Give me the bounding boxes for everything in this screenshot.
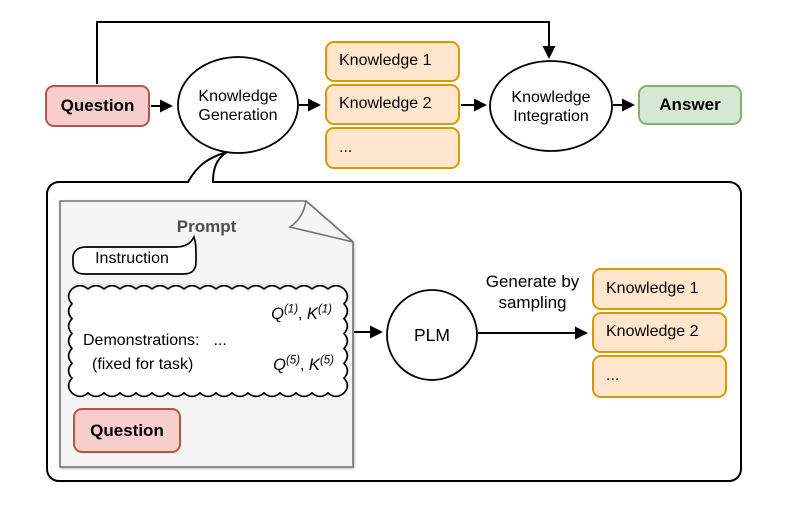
knowledge-2-box-top: Knowledge 2 <box>325 84 460 125</box>
callout-tail-outline <box>187 151 228 183</box>
knowledge-2-box-bottom: Knowledge 2 <box>592 312 727 353</box>
question-box-top: Question <box>45 85 150 127</box>
knowledge-more-box-bottom: ... <box>592 355 727 398</box>
demo-pair-5: Q(5), K(5) <box>273 354 334 374</box>
demo-ellipsis: ... <box>213 332 227 349</box>
knowledge-1-box-bottom: Knowledge 1 <box>592 268 727 310</box>
answer-label: Answer <box>659 95 721 115</box>
demo-k1: K(1) <box>306 303 332 323</box>
plm-label: PLM <box>414 324 450 345</box>
question-box-prompt: Question <box>73 408 181 453</box>
instruction-label: Instruction <box>95 250 169 267</box>
demo-k5: K(5) <box>308 354 334 374</box>
demonstrations-line: Demonstrations:... <box>83 332 227 349</box>
generate-by-sampling-label: Generate by sampling <box>485 272 580 312</box>
fixed-for-task-label: (fixed for task) <box>92 356 194 373</box>
answer-box: Answer <box>638 85 742 125</box>
knowledge-integration-label: Knowledge Integration <box>511 88 591 125</box>
demo-pair-1: Q(1), K(1) <box>271 303 332 323</box>
demo-q1: Q(1) <box>271 303 299 323</box>
arrow-question-to-integration-elbow <box>96 21 556 84</box>
demo-q5: Q(5) <box>273 354 301 374</box>
question-label: Question <box>60 96 135 116</box>
knowledge-generation-label: Knowledge Generation <box>198 87 278 124</box>
prompt-title: Prompt <box>176 217 237 236</box>
knowledge-more-box-top: ... <box>325 127 460 169</box>
callout-tail-fill <box>188 152 227 184</box>
knowledge-1-box-top: Knowledge 1 <box>325 41 460 82</box>
